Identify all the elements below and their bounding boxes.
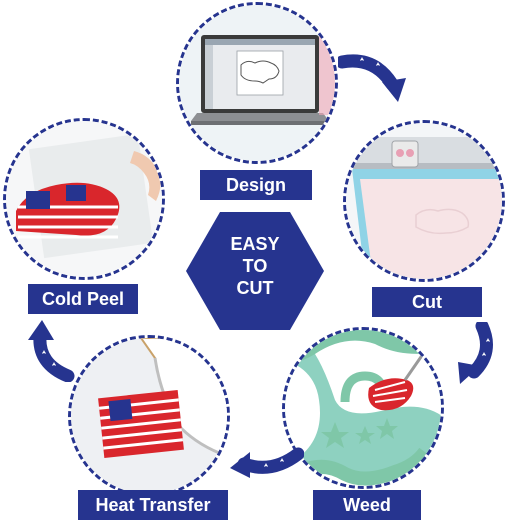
- arrow-heat-to-cold-icon: [28, 320, 75, 382]
- arrow-weed-to-heat-icon: [230, 447, 304, 478]
- arrow-cut-to-weed-icon: [458, 322, 493, 384]
- center-text: EASY TO CUT: [186, 233, 324, 299]
- weed-circle: [282, 327, 444, 489]
- heat-transfer-circle: [68, 335, 230, 497]
- cut-circle: [343, 120, 505, 282]
- center-hexagon: [186, 212, 324, 330]
- cut-label: Cut: [372, 287, 482, 317]
- cold-peel-label: Cold Peel: [28, 284, 138, 314]
- design-circle: [176, 2, 338, 164]
- weeding-illustration: [285, 330, 441, 486]
- design-label: Design: [200, 170, 312, 200]
- weed-label: Weed: [313, 490, 421, 520]
- cutting-machine-illustration: [346, 123, 502, 279]
- laptop-illustration: [179, 5, 335, 161]
- center-line-2: TO: [242, 256, 268, 276]
- center-line-3: CUT: [236, 278, 274, 298]
- center-line-1: EASY: [230, 234, 280, 254]
- cold-peel-circle: [3, 118, 165, 280]
- peeling-illustration: [6, 121, 162, 277]
- arrow-design-to-cut-icon: [338, 54, 406, 102]
- heat-transfer-label: Heat Transfer: [78, 490, 228, 520]
- heat-press-illustration: [71, 338, 227, 494]
